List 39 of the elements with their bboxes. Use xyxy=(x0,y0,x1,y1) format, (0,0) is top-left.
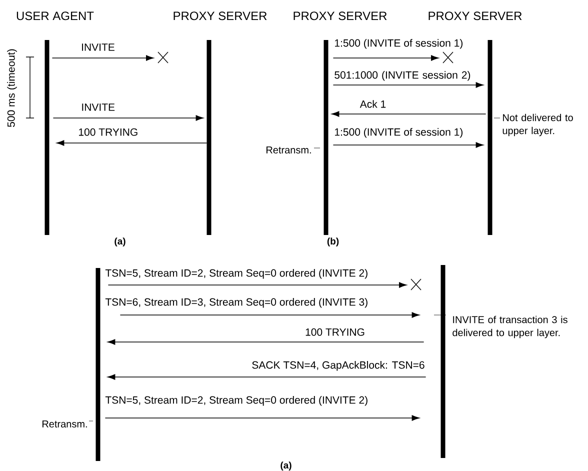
note: INVITE of transaction 3 is delivered to upper layer. xyxy=(434,314,568,338)
edge-label: 100 TRYING xyxy=(79,128,138,136)
node-label: USER AGENT xyxy=(16,12,94,20)
node-label: PROXY SERVER xyxy=(294,12,387,20)
arrow xyxy=(120,312,420,318)
panel-label: (a) xyxy=(114,238,126,246)
edge-label: 100 TRYING xyxy=(306,328,364,336)
arrow xyxy=(104,415,420,421)
lifeline: PROXY SERVER xyxy=(174,12,267,235)
panel-label: (a) xyxy=(280,462,292,470)
edge-label: TSN=6, Stream ID=3, Stream Seq=0 ordered (INVITE 3) xyxy=(105,298,368,308)
note: Retransm. xyxy=(42,420,94,428)
arrow xyxy=(52,55,154,61)
arrow xyxy=(332,55,439,61)
lifeline-bar xyxy=(96,268,100,461)
node-label: PROXY SERVER xyxy=(428,12,522,20)
edge-label: 501:1000 (INVITE session 2) xyxy=(334,71,470,81)
panel-label: (b) xyxy=(327,238,339,246)
arrow xyxy=(332,142,484,148)
edge-label: INVITE xyxy=(82,44,114,51)
note: Not delivered to upper layer. xyxy=(494,114,573,136)
node-label: PROXY SERVER xyxy=(174,12,267,20)
arrow xyxy=(332,82,484,88)
lifeline-bar xyxy=(440,265,446,458)
timeout-bracket: 500 ms (timeout) xyxy=(7,49,34,127)
arrow xyxy=(108,339,424,345)
edge-label: INVITE xyxy=(82,104,115,111)
arrow xyxy=(56,140,208,146)
edge-label: 1:500 (INVITE of session 1) xyxy=(335,39,462,49)
edge-label: TSN=5, Stream ID=2, Stream Seq=0 ordered (INVITE 2) xyxy=(105,396,368,406)
note: Retransm. xyxy=(266,146,320,154)
arrow xyxy=(332,111,486,117)
edge-label: TSN=5, Stream ID=2, Stream Seq=0 ordered (INVITE 2) xyxy=(105,269,368,279)
arrow xyxy=(108,374,426,380)
edge-label: Ack 1 xyxy=(360,100,386,108)
edge-label: SACK TSN=4, GapAckBlock: TSN=6 xyxy=(252,361,424,371)
arrow xyxy=(52,115,204,121)
edge-label: 1:500 (INVITE of session 1) xyxy=(335,128,462,138)
arrow xyxy=(108,282,407,288)
